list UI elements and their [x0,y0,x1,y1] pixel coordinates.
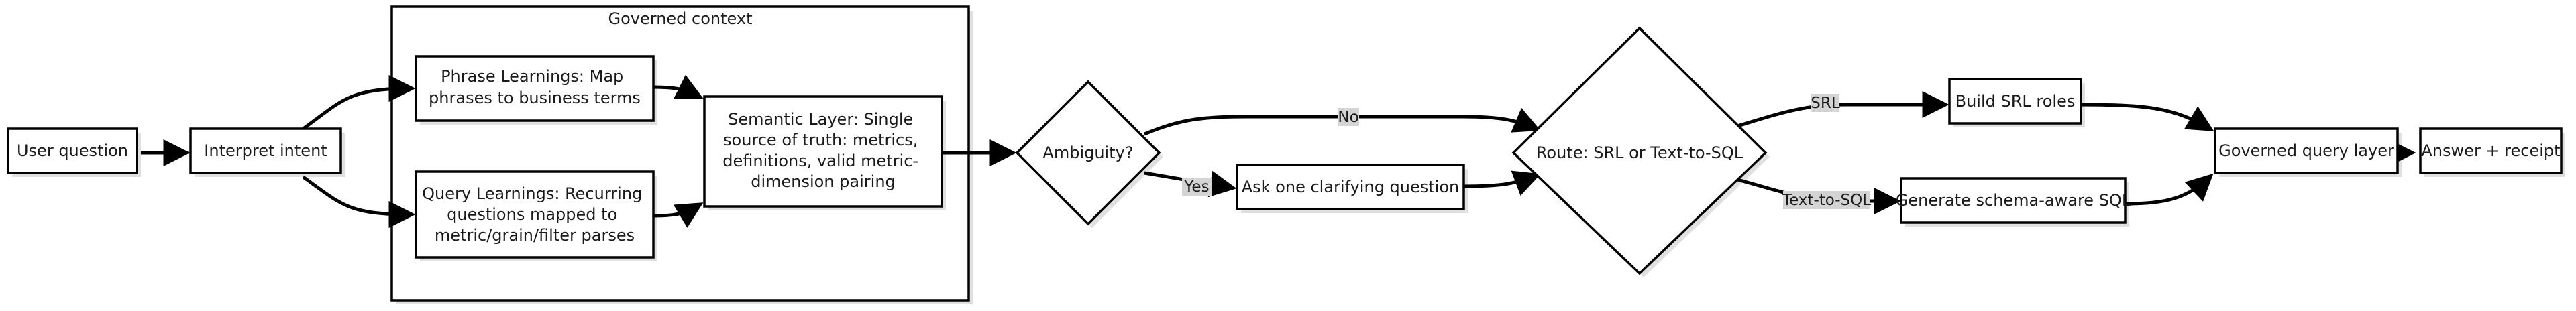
edge-label-srl: SRL [1811,94,1840,112]
node-build-srl: Build SRL roles [1948,78,2085,127]
phrase-line-2: phrases to business terms [429,88,641,107]
edge-intent-to-query [302,175,416,228]
edge-phrase-to-semantic [653,74,704,99]
phrase-line-1: Phrase Learnings: Map [441,67,623,86]
edge-ambiguity-no [1144,107,1541,136]
edge-route-srl [1737,91,1949,128]
svg-text:Interpret intent: Interpret intent [204,141,327,160]
svg-text:SRL: SRL [1811,95,1840,112]
edges [141,74,2416,228]
semantic-line-3: definitions, valid metric- [722,151,918,170]
node-phrase-learnings: Phrase Learnings: Map phrases to busines… [415,55,657,125]
svg-text:Route: SRL or Text-to-SQL: Route: SRL or Text-to-SQL [1536,143,1743,162]
edge-sql-to-governed [2123,173,2214,206]
svg-text:User question: User question [17,141,128,160]
edge-srl-to-governed [2075,103,2214,131]
semantic-line-2: source of truth: metrics, [723,131,918,149]
svg-text:Answer + receipt: Answer + receipt [2421,141,2560,160]
edge-intent-to-phrase [302,75,416,131]
edge-label-text-to-sql: Text-to-SQL [1782,191,1871,209]
svg-text:Query Learnings: Recurring: Query Learnings: Recurring questions map… [422,184,647,245]
edge-label-yes: Yes [1182,178,1212,196]
svg-text:Generate schema-aware SQL: Generate schema-aware SQL [1896,191,2131,210]
svg-text:Yes: Yes [1183,178,1209,196]
semantic-line-4: dimension pairing [751,172,896,191]
node-generate-sql: Generate schema-aware SQL [1896,177,2131,227]
edge-clarify-to-route [1462,170,1542,196]
node-ambiguity-decision: Ambiguity? [1015,80,1163,228]
svg-text:Phrase Learnings: Map ph: Phrase Learnings: Map phrases to busines… [429,67,641,107]
semantic-line-1: Semantic Layer: Single [728,110,913,129]
node-query-learnings: Query Learnings: Recurring questions map… [415,170,657,261]
svg-text:No: No [1338,109,1358,126]
query-line-2: questions mapped to [447,205,617,224]
node-user-question: User question [7,127,141,177]
svg-text:Semantic Layer: Single s: Semantic Layer: Single source of truth: … [722,110,923,191]
node-interpret-intent: Interpret intent [189,127,345,177]
svg-text:Governed query layer: Governed query layer [2218,141,2394,160]
edge-label-no: No [1338,108,1359,126]
node-semantic-layer: Semantic Layer: Single source of truth: … [703,95,946,210]
query-line-1: Query Learnings: Recurring [422,184,642,203]
node-clarifying-question: Ask one clarifying question [1236,164,1468,213]
node-governed-query-layer: Governed query layer [2214,127,2402,177]
svg-text:Text-to-SQL: Text-to-SQL [1782,192,1871,209]
node-route-decision: Route: SRL or Text-to-SQL [1511,26,1770,277]
edge-query-to-semantic [653,202,704,228]
group-title: Governed context [608,9,753,28]
svg-text:Build SRL roles: Build SRL roles [1955,92,2076,111]
svg-text:Ask one clarifying question: Ask one clarifying question [1242,178,1460,196]
node-answer-receipt: Answer + receipt [2419,127,2565,177]
query-line-3: metric/grain/filter parses [435,226,635,245]
svg-text:Ambiguity?: Ambiguity? [1042,143,1133,162]
